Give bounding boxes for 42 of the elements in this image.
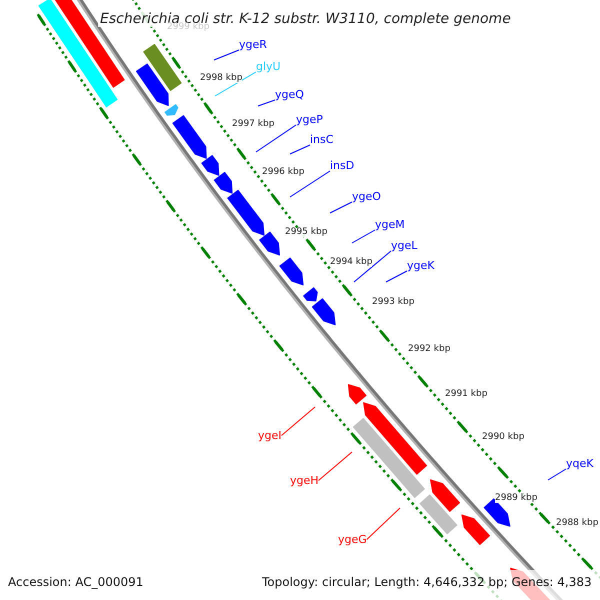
gene-label: ygeQ bbox=[275, 89, 304, 100]
gene-label: yqeK bbox=[566, 458, 594, 469]
tick-label: 2995 kbp bbox=[285, 228, 328, 237]
tick-label: 2997 kbp bbox=[232, 120, 274, 129]
tick-label: 2988 kbp bbox=[556, 519, 598, 528]
leader-line bbox=[548, 468, 566, 480]
tick-label: 2991 kbp bbox=[445, 390, 488, 399]
leader-line bbox=[290, 144, 310, 154]
tick-label: 2996 kbp bbox=[262, 168, 304, 177]
leader-line bbox=[281, 406, 316, 436]
gene-label: insC bbox=[310, 134, 334, 145]
leader-line bbox=[352, 230, 376, 244]
gene-label: ygeO bbox=[352, 191, 381, 202]
tick-label: 2994 kbp bbox=[330, 258, 372, 267]
leader-line bbox=[354, 250, 392, 282]
leader-line bbox=[386, 270, 408, 282]
tick-label: 2993 kbp bbox=[372, 298, 414, 307]
leader-line bbox=[214, 50, 240, 60]
gene-label: ygeI bbox=[258, 430, 282, 441]
leader-line bbox=[214, 72, 256, 96]
gene-label: ygeP bbox=[296, 114, 323, 125]
accession-text: Accession: AC_000091 bbox=[8, 576, 144, 588]
gene-label: ygeR bbox=[239, 39, 267, 50]
tick-label: 2990 kbp bbox=[482, 433, 524, 442]
tick-label: 2998 kbp bbox=[200, 74, 242, 83]
gene-label: ygeM bbox=[375, 219, 405, 230]
genome-stats-text: Topology: circular; Length: 4,646,332 bp; Genes: 4,383 bbox=[262, 576, 592, 588]
leader-line bbox=[330, 202, 352, 214]
gene-label: ygeH bbox=[290, 475, 319, 486]
leader-line bbox=[318, 452, 352, 481]
tick-label: 2999 kbp bbox=[167, 23, 210, 32]
gene-label: glyU bbox=[256, 61, 281, 72]
tick-label: 2989 kbp bbox=[495, 494, 538, 503]
leader-line bbox=[256, 124, 296, 152]
gene-label: ygeL bbox=[391, 240, 418, 251]
leader-line bbox=[366, 508, 400, 540]
gene-label: ygeK bbox=[407, 260, 434, 271]
tick-label: 2992 kbp bbox=[408, 345, 450, 354]
gene-label: insD bbox=[330, 160, 354, 171]
leader-line bbox=[258, 100, 276, 106]
gene-label: ygeG bbox=[338, 534, 367, 545]
leader-line bbox=[290, 170, 330, 198]
